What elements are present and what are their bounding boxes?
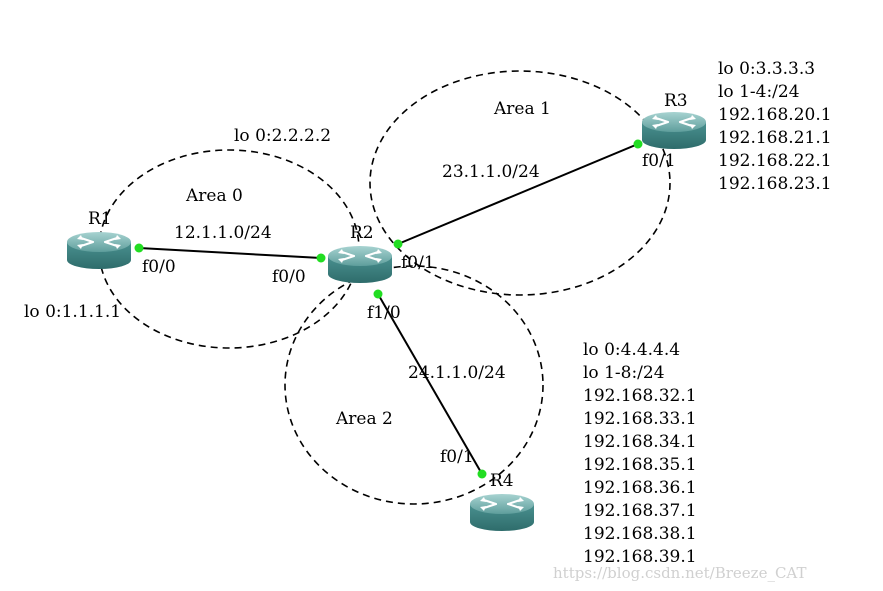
interface-label-r1-f0-0: f0/0 — [142, 257, 176, 277]
interface-label-r2-f0-0: f0/0 — [272, 267, 306, 287]
r4-loopback-line: 192.168.37.1 — [583, 501, 697, 521]
r1-loopback-0: lo 0:1.1.1.1 — [24, 302, 121, 322]
network-label-r2-r3: 23.1.1.0/24 — [442, 162, 540, 182]
router-r4-name: R4 — [490, 471, 514, 491]
network-label-r1-r2: 12.1.1.0/24 — [174, 223, 272, 243]
router-r2-name: R2 — [350, 223, 374, 243]
r4-loopback-line: lo 0:4.4.4.4 — [583, 340, 680, 360]
r3-loopback-line: 192.168.22.1 — [718, 151, 832, 171]
router-r4[interactable] — [469, 493, 535, 532]
area-2-boundary — [284, 265, 544, 505]
interface-label-r4-f0-1: f0/1 — [440, 447, 474, 467]
r3-loopback-line: lo 0:3.3.3.3 — [718, 59, 815, 79]
r4-loopback-line: 192.168.32.1 — [583, 386, 697, 406]
r4-loopback-line: 192.168.34.1 — [583, 432, 697, 452]
r2-loopback-0: lo 0:2.2.2.2 — [234, 126, 331, 146]
r4-loopback-line: lo 1-8:/24 — [583, 363, 665, 383]
interface-label-r2-f1-0: f1/0 — [367, 303, 401, 323]
router-r3[interactable] — [641, 111, 707, 150]
r4-loopback-line: 192.168.38.1 — [583, 524, 697, 544]
area-1-boundary — [369, 70, 671, 296]
area-1-label: Area 1 — [493, 99, 551, 119]
r3-loopback-line: 192.168.23.1 — [718, 174, 832, 194]
r4-loopback-list: lo 0:4.4.4.4 lo 1-8:/24 192.168.32.1 192… — [583, 340, 697, 567]
link-r2-r3 — [397, 143, 639, 245]
port-r4-f0-1 — [477, 469, 487, 479]
port-r2-f1-0 — [373, 289, 383, 299]
router-r1[interactable] — [66, 231, 132, 270]
r4-loopback-line: 192.168.35.1 — [583, 455, 697, 475]
link-r2-r4 — [377, 293, 483, 475]
area-0-label: Area 0 — [185, 186, 243, 206]
router-r1-name: R1 — [88, 209, 112, 229]
area-2-label: Area 2 — [335, 409, 393, 429]
r3-loopback-list: lo 0:3.3.3.3 lo 1-4:/24 192.168.20.1 192… — [718, 59, 832, 194]
interface-label-r2-f0-1: f0/1 — [401, 253, 435, 273]
router-r3-name: R3 — [664, 91, 688, 111]
r3-loopback-line: lo 1-4:/24 — [718, 82, 800, 102]
r3-loopback-line: 192.168.21.1 — [718, 128, 832, 148]
link-r1-r2 — [138, 247, 322, 259]
interface-label-r3-f0-1: f0/1 — [642, 151, 676, 171]
port-r3-f0-1 — [633, 139, 643, 149]
port-r2-f0-0 — [316, 253, 326, 263]
r4-loopback-line: 192.168.39.1 — [583, 547, 697, 567]
r4-loopback-line: 192.168.36.1 — [583, 478, 697, 498]
port-r2-f0-1 — [393, 239, 403, 249]
router-r2[interactable] — [327, 245, 393, 284]
r4-loopback-line: 192.168.33.1 — [583, 409, 697, 429]
network-label-r2-r4: 24.1.1.0/24 — [408, 363, 506, 383]
r3-loopback-line: 192.168.20.1 — [718, 105, 832, 125]
port-r1-f0-0 — [134, 243, 144, 253]
watermark: https://blog.csdn.net/Breeze_CAT — [553, 564, 806, 582]
